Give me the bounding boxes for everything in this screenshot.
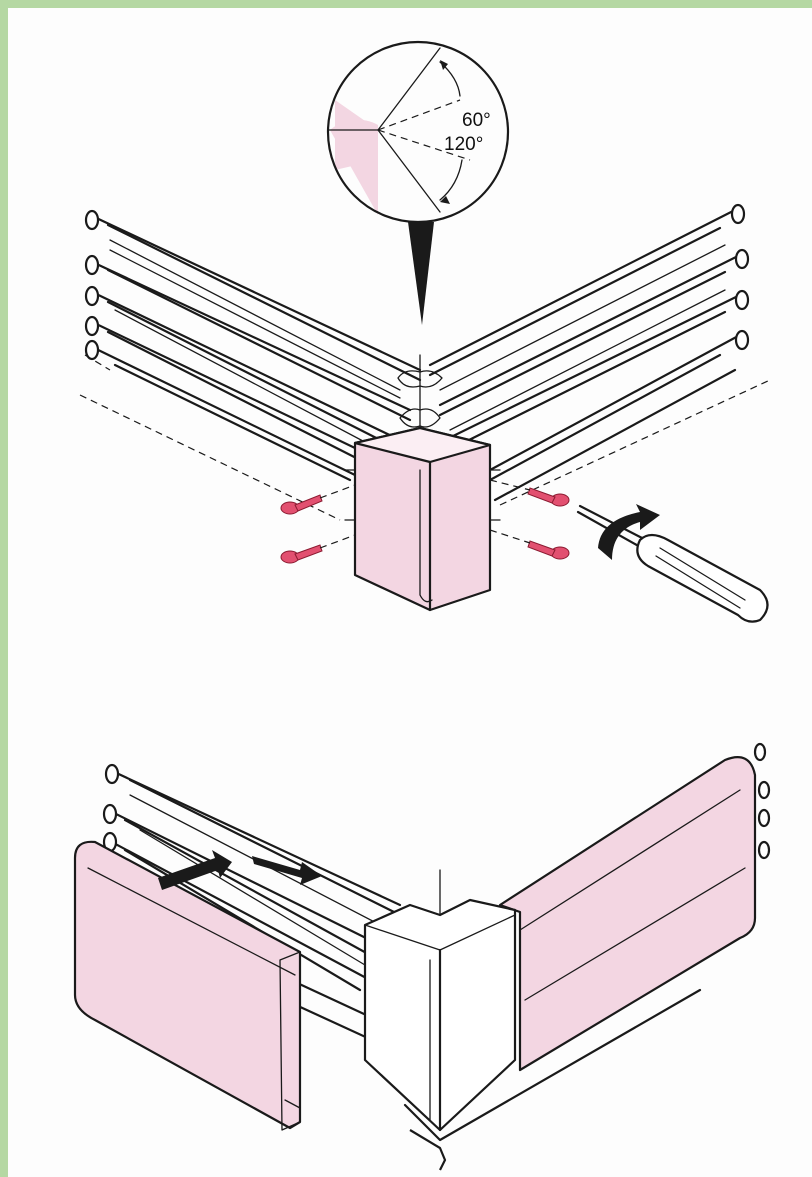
left-conduit-profiles	[79, 209, 422, 521]
inner-corner-cover	[344, 426, 501, 612]
right-conduit-profiles	[428, 203, 771, 506]
screwdriver-icon	[576, 504, 769, 623]
external-corner-piece	[363, 869, 702, 1171]
angle-120-label: 120°	[444, 134, 483, 155]
rotate-arrow-icon	[598, 504, 660, 560]
assembly-diagram: 60° 120°	[73, 40, 771, 1171]
angle-gauge-icon: 60° 120°	[326, 40, 510, 325]
illustration-panel: 60° 120°	[8, 8, 812, 1177]
right-cover	[498, 742, 771, 1072]
angle-60-label: 60°	[462, 110, 491, 131]
screw-icon	[280, 479, 570, 564]
left-cover	[73, 840, 302, 1131]
step-2-cover-fitting	[73, 742, 771, 1171]
step-1-assembly: 60° 120°	[79, 40, 771, 623]
slide-arrow-icon	[158, 850, 322, 890]
